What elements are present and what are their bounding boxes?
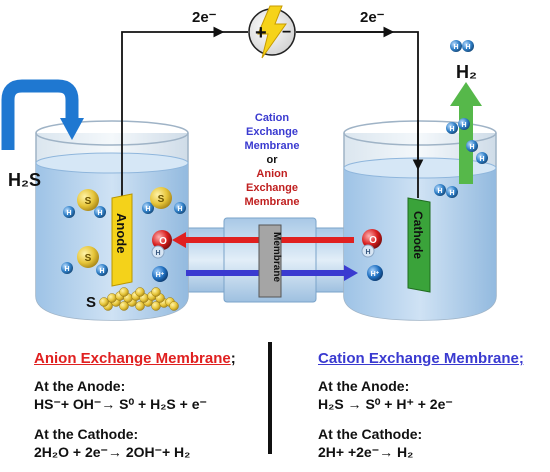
h-atom-label: H: [177, 206, 182, 213]
h-atom-label: H: [465, 44, 470, 51]
anode-electrode: Anode: [111, 193, 133, 287]
sulfur-granule: [135, 301, 145, 311]
s-atom-label: S: [85, 196, 92, 207]
sulfur-granule: [99, 297, 109, 307]
h-atom-label: H: [449, 190, 454, 197]
h-atom-label: H: [97, 210, 102, 217]
anion-title-semicolon: ;: [230, 350, 236, 367]
caption-or: or: [267, 154, 279, 166]
h-atom-label: H: [99, 268, 104, 275]
caption-anion: Anion: [256, 168, 287, 180]
h-atom-label: H: [449, 126, 454, 133]
h2-label: H₂: [456, 62, 477, 82]
caption-exchange-2: Exchange: [246, 182, 298, 194]
h2-molecule: H H: [434, 184, 458, 198]
cation-anode-equation: H₂S → S⁰ + H⁺ + 2e⁻: [318, 396, 453, 412]
sulfur-granule: [151, 287, 161, 297]
caption-exchange-1: Exchange: [246, 126, 298, 138]
proton-label: H⁺: [156, 272, 165, 279]
membrane-label: Membrane: [271, 232, 282, 282]
o-atom-label: O: [369, 235, 377, 246]
battery-minus-label: −: [282, 24, 291, 41]
lightning-bolt-icon: [257, 5, 287, 59]
caption-membrane-2: Membrane: [244, 196, 299, 208]
h2s-molecule: H S H: [61, 246, 108, 276]
anion-cathode-equation: 2H₂O + 2e⁻→ 2OH⁻+ H₂: [34, 444, 191, 460]
sulfur-granule: [169, 301, 179, 311]
membrane: Membrane: [258, 224, 282, 298]
s-atom-label: S: [158, 194, 165, 205]
anion-title: Anion Exchange Membrane: [34, 350, 231, 367]
anion-section-title: Anion Exchange Membrane;: [34, 350, 236, 367]
battery-plus-label: +: [255, 22, 267, 44]
membrane-caption: Cation Exchange Membrane or Anion Exchan…: [244, 112, 299, 208]
anion-cathode-heading: At the Cathode:: [34, 426, 139, 442]
sulfur-granule: [119, 301, 129, 311]
caption-membrane-1: Membrane: [244, 140, 299, 152]
h-atom-label: H: [365, 249, 370, 256]
h-atom-label: H: [453, 44, 458, 51]
o-atom-label: O: [159, 236, 167, 247]
h-atom-label: H: [461, 122, 466, 129]
sulfur-granule: [119, 287, 129, 297]
power-source-icon: + −: [248, 5, 296, 59]
hydroxide-ion-left: O H: [151, 230, 172, 259]
anion-anode-heading: At the Anode:: [34, 378, 126, 394]
electrons-left-label: 2e⁻: [192, 9, 217, 26]
proton-label: H⁺: [371, 271, 380, 278]
cation-section-title: Cation Exchange Membrane;: [318, 350, 524, 367]
h-atom-label: H: [437, 188, 442, 195]
cation-cathode-equation: 2H+ +2e⁻→ H₂: [318, 444, 414, 460]
sulfur-granule: [135, 287, 145, 297]
proton-left: H⁺: [152, 266, 168, 282]
cation-cathode-heading: At the Cathode:: [318, 426, 423, 442]
h-atom-label: H: [66, 210, 71, 217]
s-atom-label: S: [85, 253, 92, 264]
sulfur-granule: [107, 293, 117, 303]
h-atom-label: H: [155, 250, 160, 257]
external-circuit: [121, 26, 424, 198]
h2-molecule: H H: [446, 118, 470, 134]
sulfur-granule: [151, 301, 161, 311]
h2s-molecule: H S H: [63, 189, 106, 218]
h2s-label: H₂S: [8, 170, 41, 190]
anion-anode-equation: HS⁻+ OH⁻→ S⁰ + H₂S + e⁻: [34, 396, 207, 412]
h-atom-label: H: [64, 266, 69, 273]
hydroxide-ion-right: O H: [361, 229, 382, 258]
h-atom-label: H: [145, 206, 150, 213]
cathode-label: Cathode: [411, 211, 425, 259]
cation-title: Cation Exchange Membrane;: [318, 350, 524, 367]
electrons-right-label: 2e⁻: [360, 9, 385, 26]
h2-molecule: H H: [450, 40, 474, 52]
cation-anode-heading: At the Anode:: [318, 378, 410, 394]
anode-label: Anode: [114, 213, 129, 253]
equation-divider: [268, 342, 272, 454]
h2s-molecule: H S H: [142, 187, 186, 214]
h2s-inlet-arrow: [1, 79, 84, 150]
sulfur-deposit-label: S: [86, 294, 96, 311]
h-atom-label: H: [479, 156, 484, 163]
cathode-electrode: Cathode: [407, 197, 431, 293]
sulfur-deposit: [99, 287, 179, 311]
proton-right: H⁺: [367, 265, 383, 281]
caption-cation: Cation: [255, 112, 290, 124]
h2-molecule: H H: [466, 140, 488, 164]
h-atom-label: H: [469, 144, 474, 151]
